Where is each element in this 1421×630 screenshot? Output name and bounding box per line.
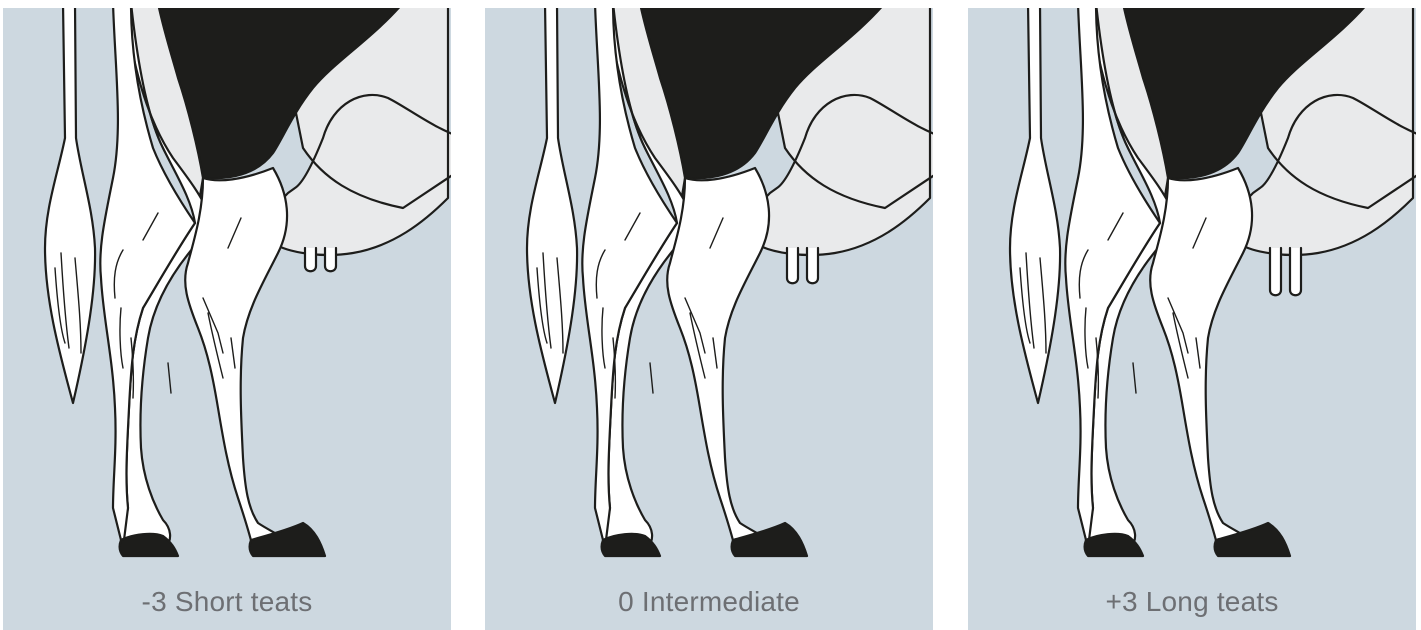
front-leg xyxy=(1150,168,1258,548)
teat-right xyxy=(1290,248,1301,295)
panel-caption: +3 Long teats xyxy=(968,586,1416,618)
front-leg xyxy=(667,168,775,548)
panel-intermediate-teats: 0 Intermediate xyxy=(485,8,933,630)
teat-left xyxy=(1270,248,1281,295)
teat-right xyxy=(325,248,336,271)
panel-long-teats: +3 Long teats xyxy=(968,8,1416,630)
tail xyxy=(1010,8,1060,403)
front-leg xyxy=(185,168,293,548)
panel-short-teats: -3 Short teats xyxy=(3,8,451,630)
tail xyxy=(45,8,95,403)
teat-left xyxy=(787,248,798,283)
panel-caption: 0 Intermediate xyxy=(485,586,933,618)
tail xyxy=(527,8,577,403)
teat-right xyxy=(807,248,818,283)
teat-left xyxy=(305,248,316,271)
panel-caption: -3 Short teats xyxy=(3,586,451,618)
